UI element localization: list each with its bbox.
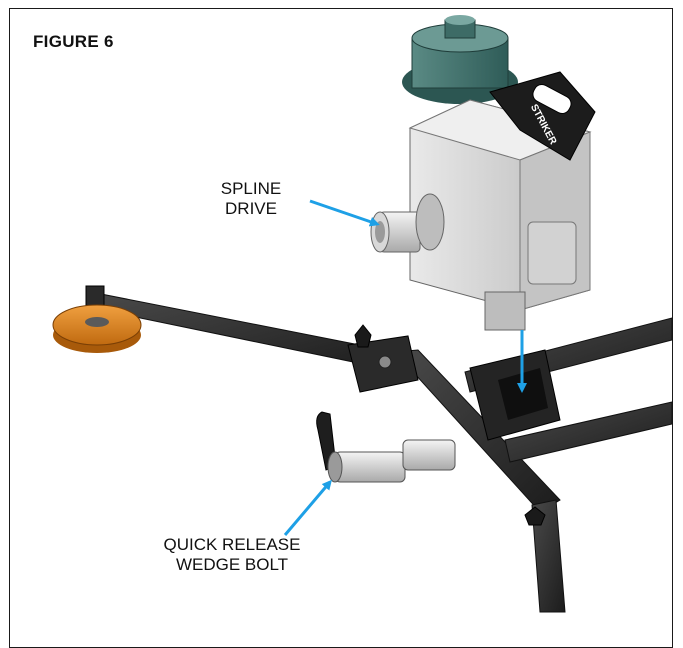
spline-drive-label: SPLINE DRIVE — [196, 179, 306, 219]
foot-pad — [53, 305, 141, 353]
quick-release-label: QUICK RELEASE WEDGE BOLT — [132, 535, 332, 575]
quick-release-wedge-bolt — [317, 412, 455, 482]
spline-drive-label-line1: SPLINE — [196, 179, 306, 199]
assembly-illustration: STRIKER — [0, 0, 683, 620]
spline-drive-label-line2: DRIVE — [196, 199, 306, 219]
spline-drive-arrow — [310, 201, 377, 224]
quick-release-label-line1: QUICK RELEASE — [132, 535, 332, 555]
quick-release-label-line2: WEDGE BOLT — [132, 555, 332, 575]
drive-unit: STRIKER — [371, 15, 595, 330]
wedge-bolt-arrow — [285, 482, 330, 535]
